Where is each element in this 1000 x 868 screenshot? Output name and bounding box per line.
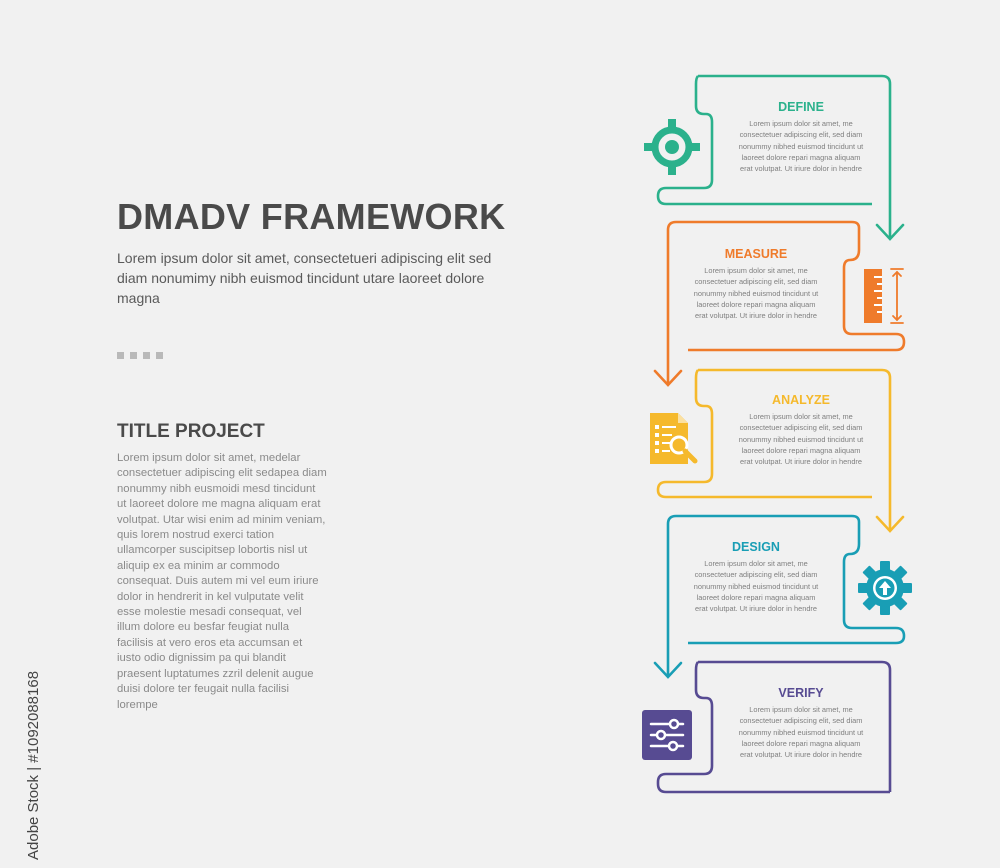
step-title-verify: VERIFY bbox=[778, 686, 824, 700]
design-frame bbox=[666, 514, 906, 676]
step-title-design: DESIGN bbox=[732, 540, 780, 554]
measure-frame bbox=[666, 220, 906, 384]
define-frame bbox=[656, 74, 892, 238]
step-title-analyze: ANALYZE bbox=[772, 393, 830, 407]
document-search-icon bbox=[650, 413, 698, 464]
step-body-design: Lorem ipsum dolor sit amet, me consectet… bbox=[693, 559, 819, 614]
step-body-analyze: Lorem ipsum dolor sit amet, me consectet… bbox=[738, 412, 864, 467]
analyze-arrow bbox=[875, 515, 905, 533]
verify-frame bbox=[656, 660, 892, 794]
page-title: DMADV FRAMEWORK bbox=[117, 196, 506, 237]
target-icon bbox=[644, 119, 700, 175]
divider-dots bbox=[117, 352, 163, 359]
step-body-verify: Lorem ipsum dolor sit amet, me consectet… bbox=[738, 705, 864, 760]
step-body-measure: Lorem ipsum dolor sit amet, me consectet… bbox=[693, 266, 819, 321]
sliders-icon bbox=[642, 710, 692, 760]
step-body-define: Lorem ipsum dolor sit amet, me consectet… bbox=[738, 119, 864, 174]
step-title-define: DEFINE bbox=[778, 100, 824, 114]
gear-upload-icon bbox=[858, 561, 912, 615]
page-description: Lorem ipsum dolor sit amet, consectetuer… bbox=[117, 250, 492, 306]
step-title-measure: MEASURE bbox=[724, 247, 788, 261]
design-arrow bbox=[653, 661, 683, 679]
analyze-frame bbox=[656, 368, 892, 530]
measure-arrow bbox=[653, 369, 683, 387]
define-arrow bbox=[875, 223, 905, 241]
project-body: Lorem ipsum dolor sit amet, medelar cons… bbox=[117, 452, 327, 711]
ruler-icon bbox=[864, 268, 904, 324]
project-title: TITLE PROJECT bbox=[117, 421, 265, 442]
